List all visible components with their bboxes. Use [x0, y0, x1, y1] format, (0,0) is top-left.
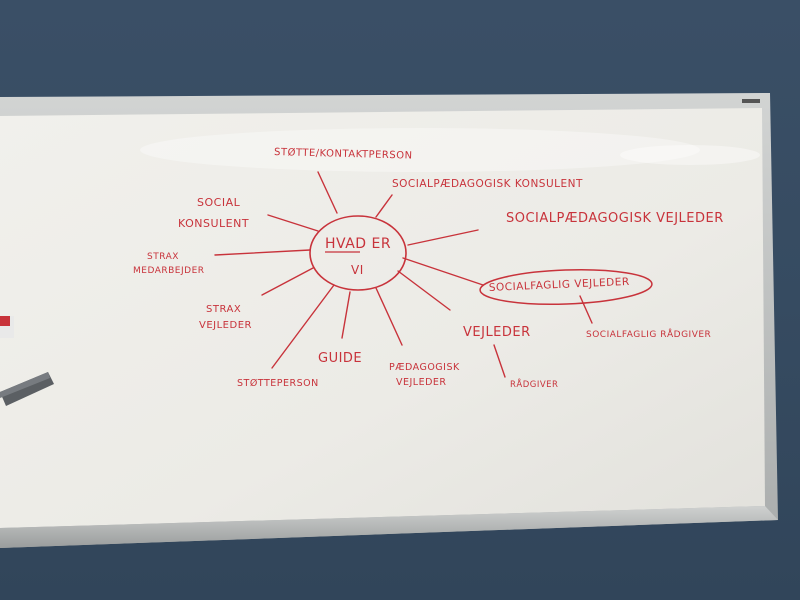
term-strax-medarbejder-line2: MEDARBEJDER — [133, 266, 205, 276]
marker-tray — [0, 506, 778, 548]
marker-pen — [0, 316, 14, 338]
term-paedagogisk-line1: PÆDAGOGISK — [389, 362, 460, 373]
mindmap-lines — [214, 171, 593, 378]
whiteboard-surface — [0, 108, 765, 528]
center-question-bottom: VI — [351, 263, 364, 277]
term-socialfaglig-radgiver: SOCIALFAGLIG RÅDGIVER — [586, 328, 711, 340]
eraser — [0, 372, 54, 406]
term-socialpaedagogisk-konsulent: SOCIALPÆDAGOGISK KONSULENT — [392, 178, 583, 190]
term-guide: GUIDE — [318, 351, 362, 366]
brand-label — [742, 99, 760, 103]
term-strax-medarbejder-line1: STRAX — [147, 252, 179, 262]
center-question-top: HVAD ER — [325, 236, 391, 252]
term-paedagogisk-line2: VEJLEDER — [396, 377, 447, 388]
term-social-line2: KONSULENT — [178, 217, 249, 230]
socialfaglig-vejleder-oval — [479, 268, 653, 306]
term-stotte-kontaktperson: STØTTE/KONTAKTPERSON — [274, 146, 413, 162]
light-reflection — [140, 128, 700, 172]
term-social-line1: SOCIAL — [197, 196, 241, 209]
term-radgiver: RÅDGIVER — [510, 378, 558, 390]
term-strax-vejleder-line1: STRAX — [206, 304, 241, 315]
light-reflection — [620, 145, 760, 165]
center-circle — [309, 215, 407, 291]
term-strax-vejleder-line2: VEJLEDER — [199, 320, 252, 331]
term-stotteperson: STØTTEPERSON — [237, 378, 319, 389]
term-socialpaedagogisk-vejleder: SOCIALPÆDAGOGISK VEJLEDER — [506, 211, 724, 226]
term-vejleder: VEJLEDER — [463, 325, 531, 340]
